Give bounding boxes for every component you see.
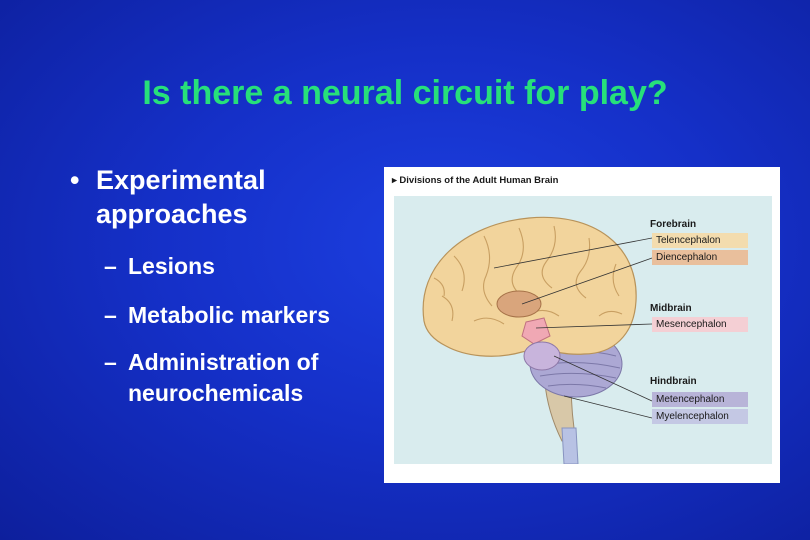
slide-title: Is there a neural circuit for play? xyxy=(142,74,668,112)
caption-text: Divisions of the Adult Human Brain xyxy=(399,175,559,186)
leader-mesencephalon xyxy=(535,323,653,329)
leader-telencephalon xyxy=(493,237,653,269)
bullet-list: • Experimental approaches – Lesions – Me… xyxy=(70,163,418,409)
myelencephalon-box: Myelencephalon xyxy=(652,409,748,424)
bullet-dot: • xyxy=(70,165,80,195)
subitem-dash: – xyxy=(104,302,117,328)
subitem-text: Metabolic markers xyxy=(128,302,330,328)
bullet-experimental-approaches: • Experimental approaches xyxy=(70,163,386,231)
subitem-text: Lesions xyxy=(128,253,215,279)
subitem-text-line2: neurochemicals xyxy=(128,380,304,406)
leader-diencephalon xyxy=(521,257,653,305)
forebrain-label: Forebrain xyxy=(650,219,697,230)
subitem-metabolic-markers: – Metabolic markers xyxy=(70,300,418,331)
caption-arrow-icon: ▸ xyxy=(392,175,397,186)
midbrain-label: Midbrain xyxy=(650,303,692,314)
subitem-text-line1: Administration of xyxy=(128,349,319,375)
bullet-text-line2: approaches xyxy=(96,199,248,229)
hindbrain-label: Hindbrain xyxy=(650,376,697,387)
brain-divisions-figure: ▸ Divisions of the Adult Human Brain xyxy=(384,167,780,483)
brain-illustration xyxy=(422,216,653,464)
diencephalon-shape xyxy=(496,290,542,318)
metencephalon-box: Metencephalon xyxy=(652,392,748,407)
pons-shape xyxy=(523,341,561,371)
subitem-dash: – xyxy=(104,349,117,375)
mesencephalon-box: Mesencephalon xyxy=(652,317,748,332)
leader-myelencephalon xyxy=(563,395,653,419)
subitem-lesions: – Lesions xyxy=(70,251,418,282)
midbrain-shape xyxy=(521,317,551,345)
figure-panel: Forebrain Telencephalon Diencephalon Mid… xyxy=(394,196,772,464)
cortex-folds xyxy=(433,225,623,325)
subitem-administration: – Administration of neurochemicals xyxy=(70,347,418,409)
bullet-text-line1: Experimental xyxy=(96,165,266,195)
leader-metencephalon xyxy=(553,355,653,402)
diencephalon-box: Diencephalon xyxy=(652,250,748,265)
telencephalon-box: Telencephalon xyxy=(652,233,748,248)
spinal-cord-shape xyxy=(561,427,579,464)
cerebrum-shape xyxy=(422,216,637,357)
subitem-dash: – xyxy=(104,253,117,279)
figure-caption: ▸ Divisions of the Adult Human Brain xyxy=(392,175,558,186)
